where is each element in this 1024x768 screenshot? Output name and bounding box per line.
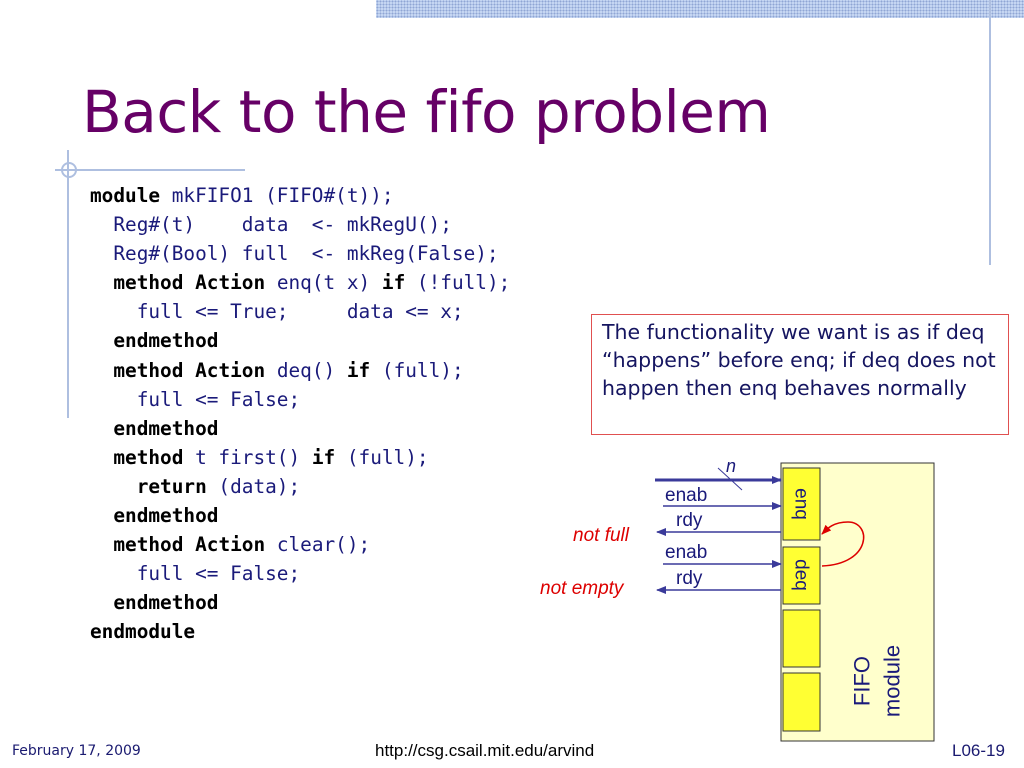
- code-line: full <= True; data <= x;: [90, 297, 510, 326]
- code-line: endmodule: [90, 617, 510, 646]
- code-keyword: Action: [195, 533, 266, 557]
- deq-port-label: deq: [791, 559, 812, 591]
- code-keyword: method: [113, 533, 184, 557]
- code-keyword: return: [136, 474, 207, 498]
- footer-url[interactable]: http://csg.csail.mit.edu/arvind: [375, 741, 595, 760]
- code-line: return (data);: [90, 472, 510, 501]
- code-line: method Action deq() if (full);: [90, 356, 510, 385]
- clear-port-box: [782, 672, 821, 732]
- code-line: method Action clear();: [90, 530, 510, 559]
- code-line: full <= False;: [90, 559, 510, 588]
- code-keyword: if: [381, 271, 406, 295]
- footer-date: February 17, 2009: [12, 743, 141, 759]
- code-text: (full);: [370, 358, 464, 382]
- code-text: t first(): [183, 445, 312, 469]
- bus-slash: [717, 467, 743, 491]
- code-line: endmethod: [90, 501, 510, 530]
- top-decorative-band: [376, 0, 1024, 18]
- bus-width-label: n: [726, 456, 736, 476]
- code-line: module mkFIFO1 (FIFO#(t));: [90, 181, 510, 210]
- enq-enable-label: enab: [665, 485, 707, 506]
- code-line: endmethod: [90, 414, 510, 443]
- code-line: method Action enq(t x) if (!full);: [90, 268, 510, 297]
- code-text: deq(): [265, 358, 347, 382]
- code-keyword: if: [311, 445, 336, 469]
- code-keyword: method: [113, 358, 184, 382]
- code-text: full <= False;: [90, 562, 301, 586]
- deq-port-box: [782, 546, 821, 605]
- code-line: Reg#(Bool) full <- mkReg(False);: [90, 239, 510, 268]
- code-text: Reg#(Bool) full <- mkReg(False);: [90, 242, 499, 266]
- code-text: mkFIFO1 (FIFO#(t));: [160, 184, 394, 207]
- enq-ready-label: rdy: [676, 510, 703, 531]
- code-text: (data);: [206, 474, 301, 498]
- deq-before-enq-arrow: [821, 521, 865, 567]
- not-empty-annotation: not empty: [540, 578, 625, 599]
- code-text: enq(t x): [265, 271, 382, 295]
- code-keyword: method: [113, 445, 184, 469]
- code-line: endmethod: [90, 326, 510, 355]
- enq-port-box: [782, 467, 821, 541]
- left-decorative-line: [67, 150, 69, 418]
- code-keyword: endmethod: [113, 591, 219, 615]
- code-block: module mkFIFO1 (FIFO#(t)); Reg#(t) data …: [90, 181, 510, 647]
- code-keyword: endmethod: [113, 504, 219, 528]
- code-keyword: module: [90, 184, 161, 207]
- code-keyword: endmethod: [113, 329, 219, 353]
- right-decorative-line: [989, 0, 991, 265]
- deq-ready-label: rdy: [676, 568, 703, 589]
- code-text: (!full);: [405, 271, 511, 295]
- module-label-line1: FIFO: [850, 656, 875, 706]
- code-keyword: Action: [195, 271, 266, 295]
- code-text: Reg#(t) data <- mkRegU();: [90, 213, 452, 237]
- code-text: (full);: [335, 445, 429, 469]
- code-line: endmethod: [90, 588, 510, 617]
- code-line: Reg#(t) data <- mkRegU();: [90, 210, 510, 239]
- module-label-line2: module: [880, 645, 905, 717]
- code-keyword: endmethod: [113, 416, 219, 440]
- code-keyword: Action: [195, 358, 266, 382]
- first-port-box: [782, 609, 821, 668]
- not-full-annotation: not full: [573, 525, 630, 546]
- footer-slide-number: L06-19: [952, 741, 1005, 760]
- code-line: full <= False;: [90, 385, 510, 414]
- code-text: full <= True; data <= x;: [90, 300, 464, 324]
- crosshair-decoration: [61, 162, 77, 178]
- code-text: clear();: [265, 533, 371, 557]
- deq-enable-label: enab: [665, 542, 707, 563]
- note-box: The functionality we want is as if deq “…: [591, 314, 1009, 435]
- code-line: method t first() if (full);: [90, 443, 510, 472]
- code-keyword: endmodule: [90, 620, 196, 644]
- enq-port-label: enq: [791, 488, 812, 520]
- code-text: full <= False;: [90, 387, 301, 411]
- code-keyword: method: [113, 271, 184, 295]
- code-keyword: if: [346, 358, 371, 382]
- title-underline: [55, 169, 245, 171]
- slide-title: Back to the fifo problem: [82, 78, 771, 146]
- note-text: The functionality we want is as if deq “…: [602, 320, 996, 400]
